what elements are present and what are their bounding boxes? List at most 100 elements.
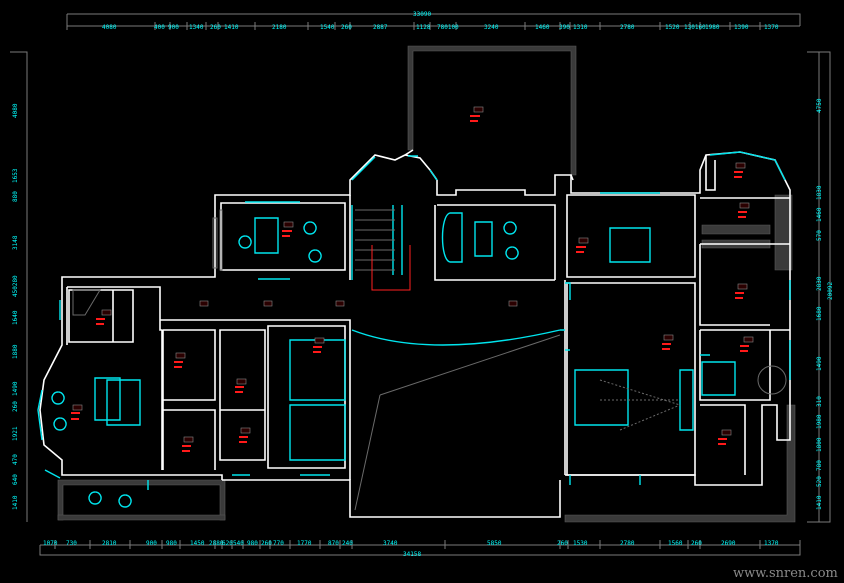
dim-top: 1540 [320,24,335,31]
dimension-text-bottom: 1070 730 2810 900 980 1450 2880 620 540 … [43,540,779,558]
dim-left: 1653 [12,168,19,183]
dim-right: 1830 [816,185,823,200]
room-tag [199,300,209,307]
watermark: www.snren.com [733,566,838,581]
dim-top: 1410 [224,24,239,31]
room-labels [71,106,754,452]
room-tag [314,337,325,344]
dim-left: 1410 [12,495,19,510]
dim-right: 1680 [816,306,823,321]
dim-top: 4080 [102,24,117,31]
dim-top: 1340 [189,24,204,31]
dim-top: 3240 [484,24,499,31]
dim-bottom: 260 [691,540,702,547]
dim-top: 400 [154,24,165,31]
dim-top: 1370 [764,24,779,31]
dim-top: 1390 [734,24,749,31]
room-tag [263,300,273,307]
furniture [51,209,787,511]
dim-right: 570 [816,230,823,241]
dim-top: 1520 [665,24,680,31]
dim-left: 640 [12,474,19,485]
dim-bottom: 900 [146,540,157,547]
dim-top: 1310 [573,24,588,31]
dim-top: 1460 [535,24,550,31]
dimension-text-right: 4750 1830 1460 570 2830 1680 1490 310 19… [816,98,834,510]
stair-arrow [371,245,411,291]
room-tag [663,334,674,341]
dim-top-total: 33090 [413,11,431,18]
dim-bottom: 1770 [297,540,312,547]
dim-right: 4750 [816,98,823,113]
room-tag [473,106,484,113]
dim-left: 1921 [12,426,19,441]
room-tag [578,237,589,244]
room-tag [175,352,186,359]
dim-right: 520 [816,476,823,487]
dim-top: 780100 [437,24,459,31]
dim-bottom: 980 [247,540,258,547]
dim-left: 260 [12,401,19,412]
room-tag [335,300,345,307]
dim-left: 1490 [12,381,19,396]
dim-bottom: 2780 [620,540,635,547]
dim-left: 3148 [12,235,19,250]
dim-bottom: 260 [261,540,272,547]
dim-top: 130160 [684,24,706,31]
terrace-hatching [57,45,796,523]
dim-top: 2780 [620,24,635,31]
dimension-lines [10,13,831,556]
dim-bottom: 1070 [43,540,58,547]
walls [39,149,791,518]
dim-right: 1490 [816,356,823,371]
room-tag [735,162,746,169]
dim-left: 470 [12,454,19,465]
dim-top: 260 [210,24,221,31]
dim-bottom: 770 [273,540,284,547]
room-tag [240,427,251,434]
dim-top: 260 [341,24,352,31]
corner-bath-tub [72,289,101,316]
dim-left: 4080 [12,103,19,118]
dim-bottom: 620 [222,540,233,547]
room-tag [743,336,754,343]
dim-bottom: 540 [233,540,244,547]
void-line [354,334,561,511]
dim-right: 1460 [816,207,823,222]
dim-bottom: 870 [328,540,339,547]
dim-top: 1128 [416,24,431,31]
dim-left: 880 [12,191,19,202]
round-bath-tub [757,365,787,395]
dim-bottom: 730 [66,540,77,547]
dimension-text-top: 33090 4080 400 900 1340 260 1410 2180 15… [102,11,779,31]
dim-bottom: 5850 [487,540,502,547]
dim-bottom: 1450 [190,540,205,547]
dim-top: 2887 [373,24,388,31]
dim-bottom: 2880 [209,540,224,547]
dimension-text-left: 4080 1653 880 3148 450280 1640 1880 1490… [12,103,19,510]
dim-left: 1880 [12,344,19,359]
dim-right: 1410 [816,495,823,510]
dim-top: 900 [168,24,179,31]
dim-bottom: 240 [342,540,353,547]
room-tag [183,436,194,443]
dim-bottom: 1370 [764,540,779,547]
dim-bottom: 2810 [102,540,117,547]
dim-bottom: 980 [166,540,177,547]
dim-right: 310 [816,396,823,407]
room-tag [101,309,112,316]
dim-bottom-total: 34158 [403,551,421,558]
dim-right: 1980 [816,414,823,429]
room-tag [72,404,83,411]
dim-top: 390 [559,24,570,31]
dim-left: 450280 [12,275,19,297]
dim-right: 1800 [816,437,823,452]
room-tag [739,202,750,209]
dim-right-total: 20092 [827,282,834,300]
dim-right: 780 [816,460,823,471]
room-tag [508,300,518,307]
dim-left: 1640 [12,310,19,325]
room-tag [737,283,748,290]
dim-top: 1980 [705,24,720,31]
